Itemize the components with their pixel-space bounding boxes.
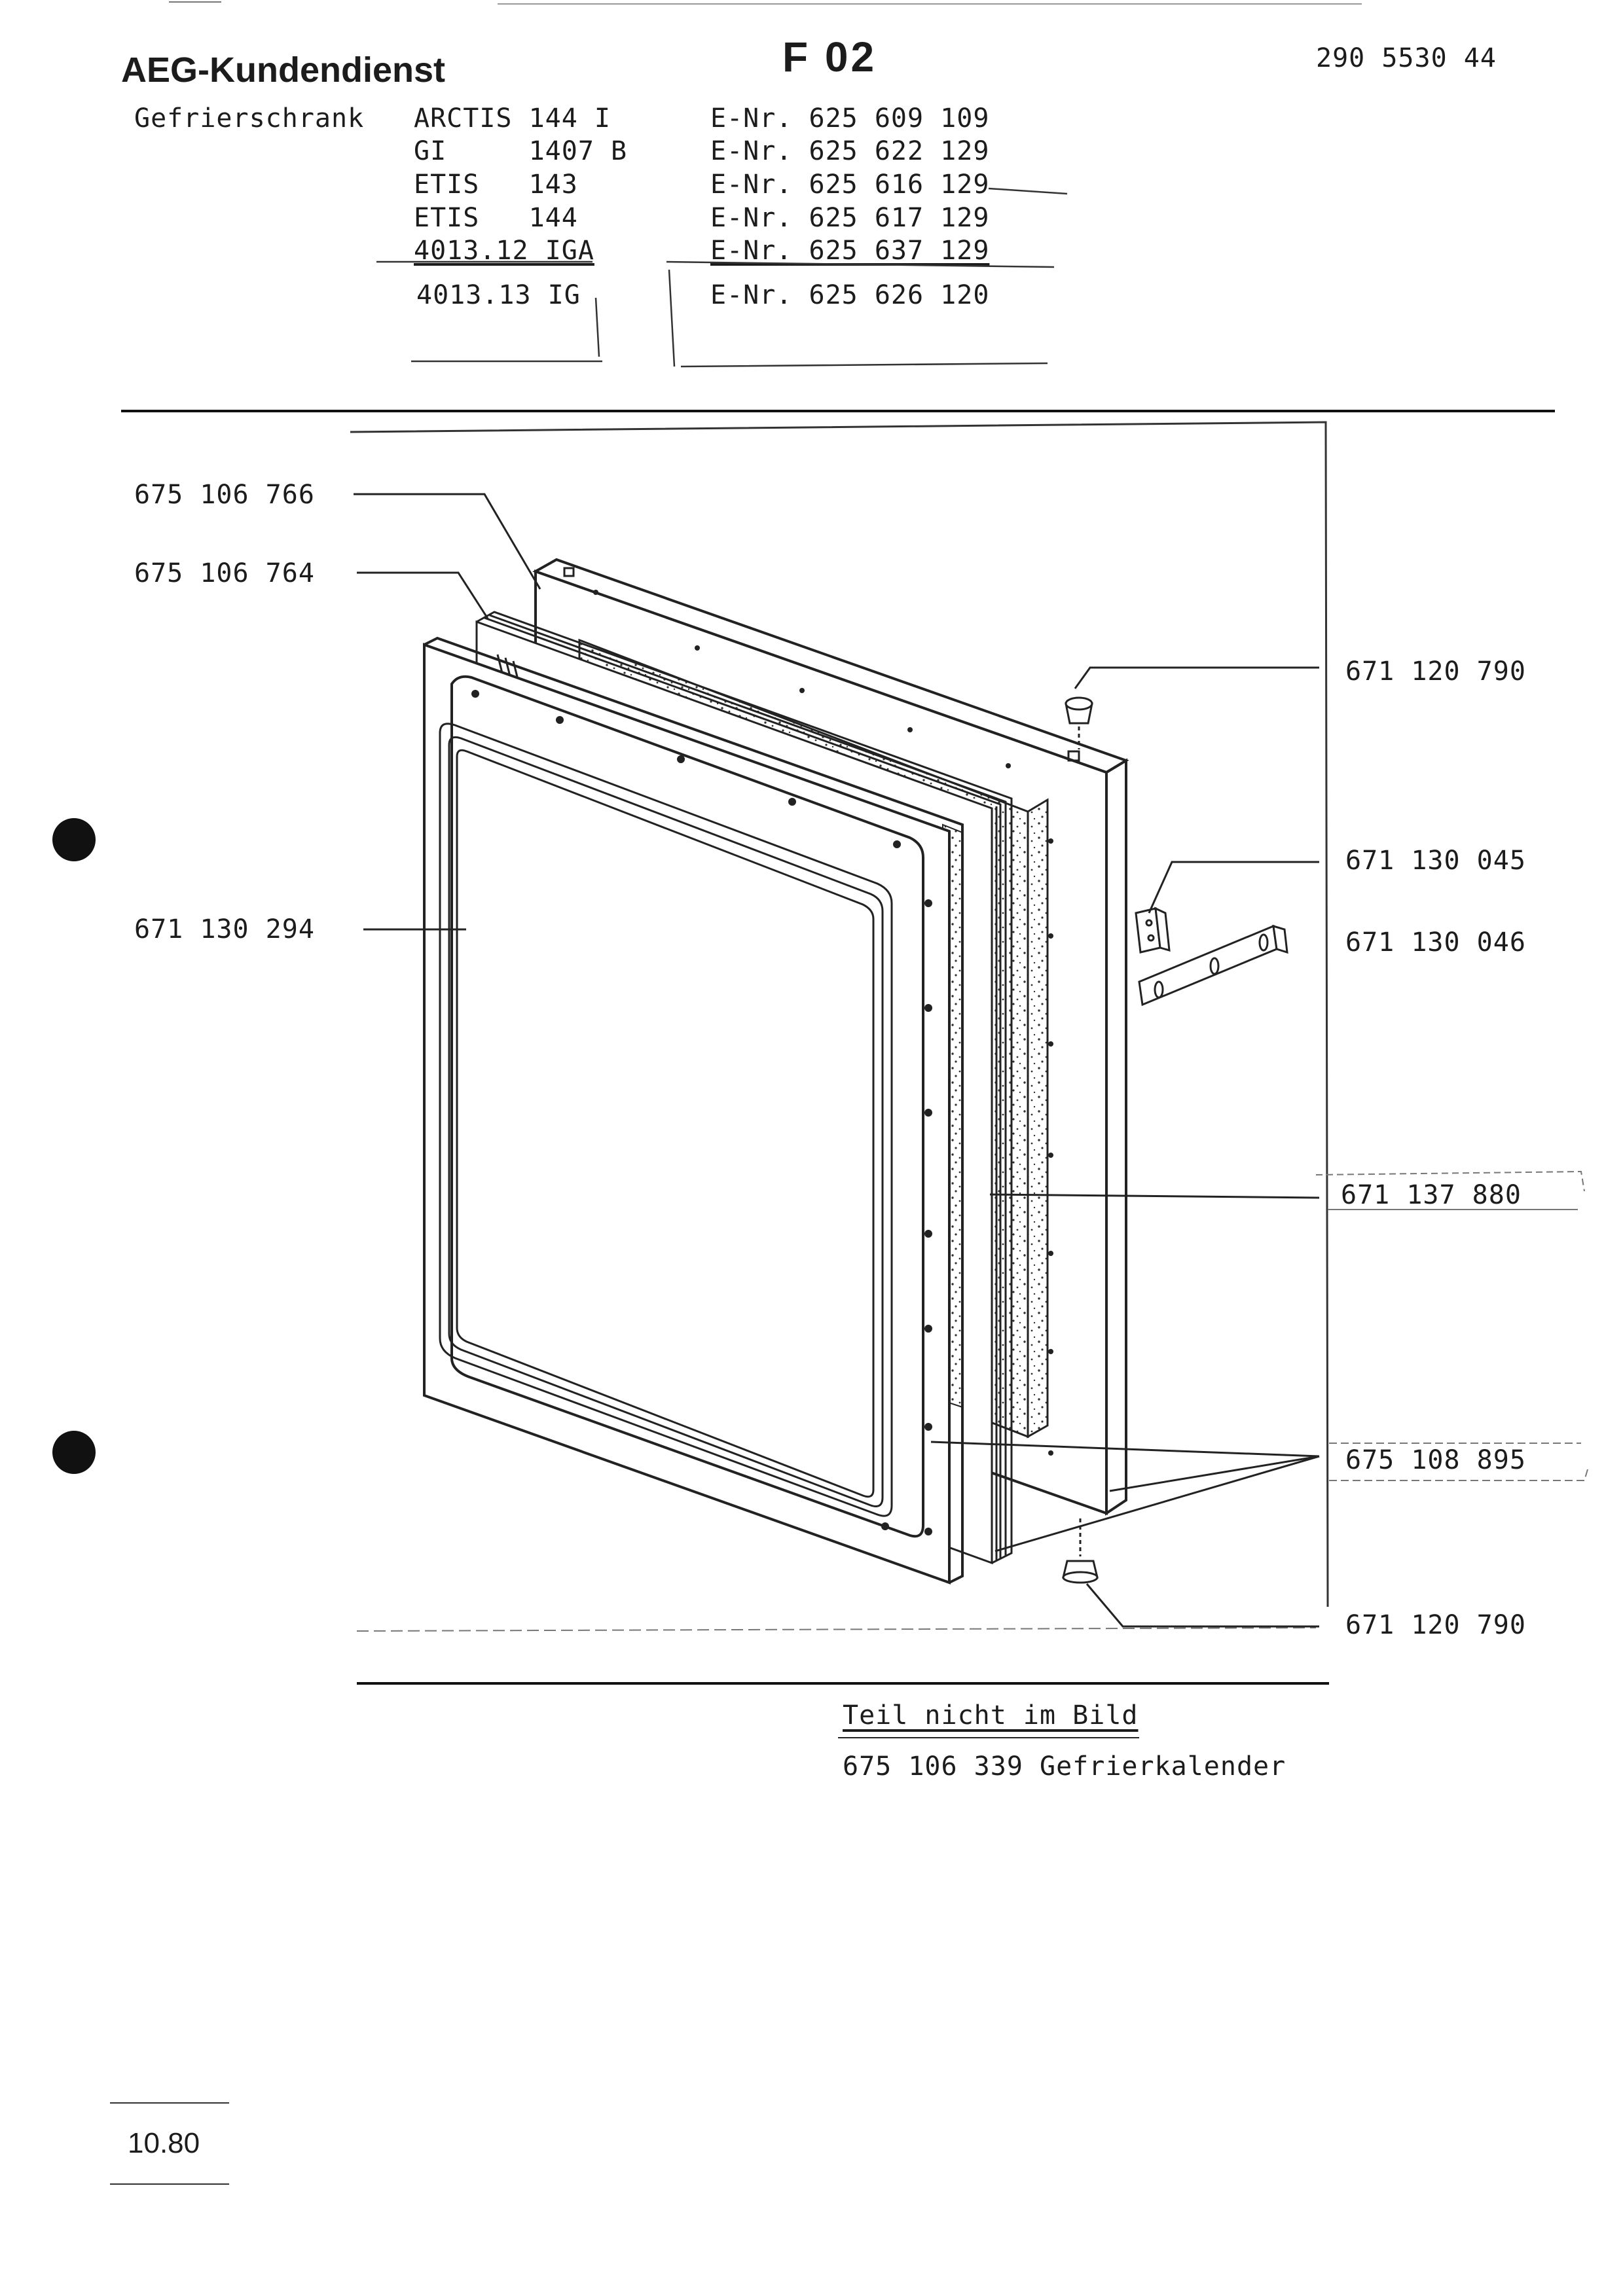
hinge-bracket: [1138, 924, 1288, 1007]
door-inner-liner: [423, 636, 964, 1585]
punch-hole: [52, 1431, 96, 1474]
model-enr: E-Nr. 625 637 129: [710, 236, 990, 266]
part-label-hinge-plate: 671 130 045: [1345, 846, 1526, 876]
model-enr: E-Nr. 625 616 129: [710, 170, 990, 200]
part-label-door-gasket: 671 137 880: [1341, 1180, 1522, 1210]
sheet-code: F 02: [782, 33, 877, 81]
model-enr: E-Nr. 625 622 129: [710, 136, 990, 166]
model-enr: E-Nr. 625 626 120: [710, 280, 990, 310]
part-label-door-outer-panel: 675 106 766: [134, 480, 315, 510]
part-label-hinge-bushing-top: 671 120 790: [1345, 656, 1526, 687]
part-label-hinge-bushing-bottom: 671 120 790: [1345, 1610, 1526, 1640]
hinge-plate: [1135, 906, 1171, 954]
issue-date: 10.80: [128, 2127, 200, 2159]
model-name: ETIS 144: [414, 203, 578, 233]
model-name: ARCTIS 144 I: [414, 103, 611, 134]
model-name: GI 1407 B: [414, 136, 628, 166]
date-box: [110, 2102, 229, 2185]
leader-lines: [354, 493, 1320, 1628]
part-label-hinge-bracket: 671 130 046: [1345, 927, 1526, 958]
model-name: ETIS 143: [414, 170, 578, 200]
part-label-door-inner-liner: 671 130 294: [134, 914, 315, 944]
part-label-door-profile-strip: 675 108 895: [1345, 1445, 1526, 1475]
model-name: 4013.13 IG: [416, 280, 581, 310]
note-item: 675 106 339 Gefrierkalender: [843, 1751, 1286, 1782]
brand-title: AEG-Kundendienst: [121, 50, 445, 90]
appliance-type: Gefrierschrank: [134, 103, 365, 134]
note-heading: Teil nicht im Bild: [843, 1700, 1139, 1731]
model-enr: E-Nr. 625 617 129: [710, 203, 990, 233]
model-name: 4013.12 IGA: [414, 236, 594, 266]
part-label-door-seal-frame: 675 106 764: [134, 558, 315, 588]
punch-hole: [52, 818, 96, 861]
document-number: 290 5530 44: [1316, 43, 1497, 73]
hinge-bushing-bottom: [1062, 1518, 1099, 1584]
model-enr: E-Nr. 625 609 109: [710, 103, 990, 134]
hinge-bushing-top: [1065, 696, 1093, 749]
